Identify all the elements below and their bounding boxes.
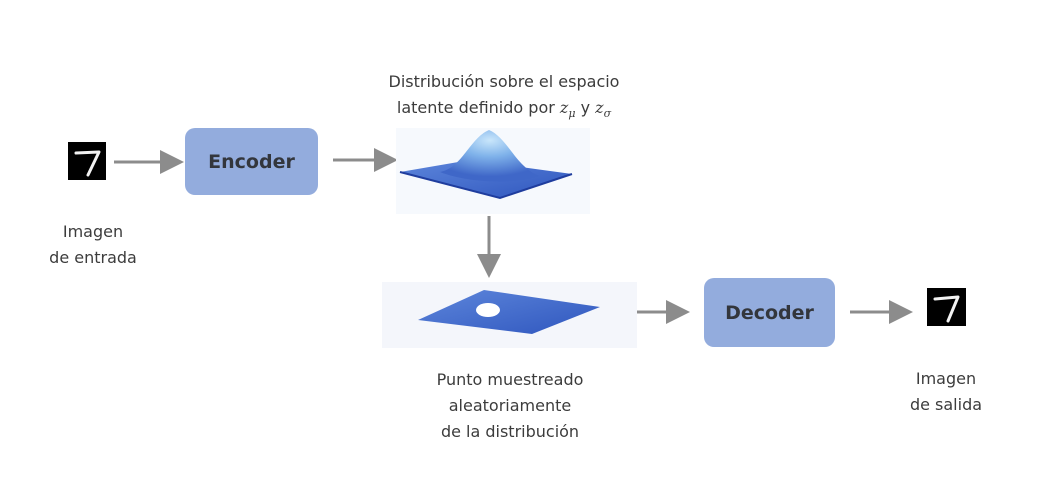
decoder-label: Decoder — [725, 301, 814, 324]
distribution-caption-and: y — [580, 98, 591, 117]
sampled-point-plane-graphic — [382, 282, 637, 348]
sample-caption-line-1: Punto muestreado — [436, 370, 584, 389]
z-sigma-symbol: zσ — [595, 98, 612, 121]
sigma-subscript: σ — [603, 107, 612, 121]
distribution-caption-line-1: Distribución sobre el espacio — [388, 72, 620, 91]
output-caption-line-1: Imagen — [915, 369, 977, 388]
z-sigma-base: z — [595, 98, 604, 117]
z-mu-symbol: zμ — [559, 98, 576, 121]
sampled-point — [476, 303, 500, 317]
input-caption-line-1: Imagen — [62, 222, 124, 241]
output-caption: Imagen de salida — [886, 366, 1006, 418]
output-caption-line-2: de salida — [909, 395, 983, 414]
sample-caption-line-3: de la distribución — [440, 422, 580, 441]
encoder-box: Encoder — [185, 128, 318, 195]
mu-subscript: μ — [568, 107, 576, 121]
input-digit-image — [68, 142, 106, 180]
sample-caption: Punto muestreado aleatoriamente de la di… — [400, 367, 620, 445]
distribution-caption-prefix: latente definido por — [396, 98, 555, 117]
sample-caption-line-2: aleatoriamente — [448, 396, 572, 415]
encoder-label: Encoder — [208, 150, 295, 173]
decoder-box: Decoder — [704, 278, 835, 347]
input-caption-line-2: de entrada — [49, 248, 137, 267]
input-caption: Imagen de entrada — [30, 219, 156, 271]
output-digit-image — [927, 288, 966, 326]
distribution-caption-line-2: latente definido por zμ y zσ — [362, 95, 646, 127]
z-mu-base: z — [559, 98, 569, 117]
distribution-caption: Distribución sobre el espacio latente de… — [362, 69, 646, 127]
gaussian-surface-graphic — [396, 128, 590, 214]
